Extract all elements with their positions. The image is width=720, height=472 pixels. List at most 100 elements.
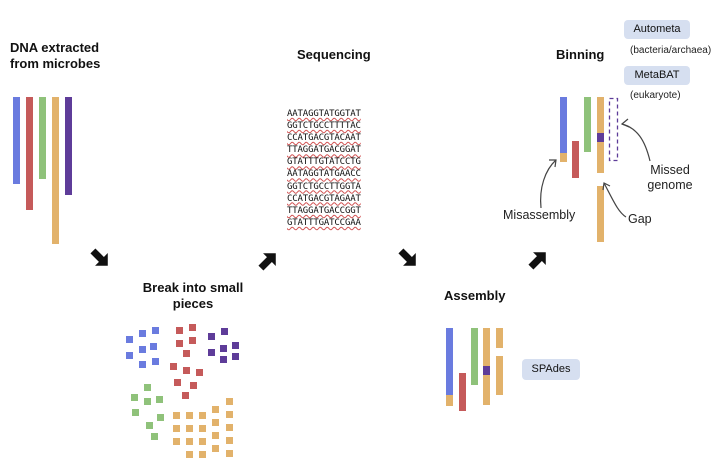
fragment-red [183,367,190,374]
fragment-purple [208,349,215,356]
bin-orange [597,97,604,133]
fragment-red [176,340,183,347]
fragment-purple [220,356,227,363]
sequence-read: AATAGGTATGAACC [287,169,361,180]
fragment-green [132,409,139,416]
break-pieces-label: Break into small pieces [142,280,244,311]
fragment-purple [221,328,228,335]
fragment-blue [152,358,159,365]
arrow-up-right-icon [528,252,546,270]
fragment-orange [226,398,233,405]
sequence-read: CCATGACGTAGAAT [287,193,361,204]
arrow-down-right-icon [398,248,416,266]
arrow-down-right-icon [90,248,108,266]
fragment-green [144,398,151,405]
contig-orange [496,328,503,348]
fragment-orange [199,438,206,445]
fragment-red [183,350,190,357]
arrowhead-icon [549,159,557,168]
dna-strand-blue [13,97,20,184]
dna-strand-green [39,97,46,179]
contig-orange [483,375,490,405]
fragment-orange [212,406,219,413]
fragment-green [156,396,163,403]
fragment-green [131,394,138,401]
contig-orange [496,356,503,395]
fragment-orange [226,411,233,418]
sequence-read: TTAGGATGACGGAT [287,145,361,156]
fragment-orange [199,412,206,419]
dna-fragments [126,324,239,458]
autometa-note: (bacteria/archaea) [630,45,712,56]
fragment-red [174,379,181,386]
fragment-blue [126,336,133,343]
fragment-orange [212,419,219,426]
contig-red [459,373,466,411]
bin-orange [597,142,604,173]
contig-misassembly [446,395,453,406]
missed-genome-label: Missed genome [647,163,693,192]
bin-purple [597,133,604,142]
dna-strand-purple [65,97,72,195]
metabat-badge: MetaBAT [624,66,690,85]
fragment-purple [232,342,239,349]
sequence-read: AATAGGTATGGTAT [287,109,361,119]
misassembly-pointer [540,159,557,209]
contig-green [471,328,478,385]
missed-genome-box [608,97,619,162]
sequence-read: GGTCTGCCTTTTAC [287,121,361,132]
fragment-green [157,414,164,421]
fragment-purple [208,333,215,340]
fragment-blue [139,361,146,368]
fragment-green [151,433,158,440]
fragment-blue [126,352,133,359]
fragment-orange [226,424,233,431]
fragment-orange [186,412,193,419]
bin-red [572,141,579,178]
bin-blue [560,97,567,153]
sequence-reads: AATAGGTATGGTAT GGTCTGCCTTTTAC CCATGACGTA… [287,108,361,229]
fragment-orange [226,450,233,457]
fragment-blue [139,346,146,353]
fragment-orange [186,425,193,432]
sequencing-label: Sequencing [297,47,371,62]
missed-genome-pointer [621,123,651,162]
dna-strands [13,97,72,244]
fragment-red [190,382,197,389]
fragment-orange [173,412,180,419]
bin-orange-gap [597,186,604,242]
contig-blue [446,328,453,395]
fragment-purple [220,345,227,352]
sequence-read: GTATTTGTATCCTG [287,157,361,168]
fragment-red [196,369,203,376]
dna-strand-red [26,97,33,210]
sequence-read: TTAGGATGACCGGT [287,205,361,216]
arrow-up-right-icon [258,253,276,271]
misassembly-label: Misassembly [503,208,576,222]
arrowhead-icon [602,182,611,191]
flow-arrows [90,248,546,271]
fragment-orange [186,438,193,445]
fragment-red [189,324,196,331]
assembled-contigs [446,328,503,411]
fragment-orange [199,451,206,458]
autometa-badge: Autometa [624,20,690,39]
sequence-read: GGTCTGCCTTGGTA [287,181,361,192]
bin-green [584,97,591,152]
bin-misassembly [560,153,567,162]
dna-strand-orange [52,97,59,244]
assembly-label: Assembly [444,288,506,303]
genome-bins [560,97,619,242]
fragment-green [146,422,153,429]
fragment-blue [150,343,157,350]
fragment-orange [199,425,206,432]
fragment-orange [186,451,193,458]
fragment-red [176,327,183,334]
fragment-orange [173,438,180,445]
fragment-red [189,337,196,344]
spades-badge: SPAdes [522,359,580,380]
fragment-orange [173,425,180,432]
metabat-note: (eukaryote) [630,90,681,101]
fragment-orange [212,445,219,452]
